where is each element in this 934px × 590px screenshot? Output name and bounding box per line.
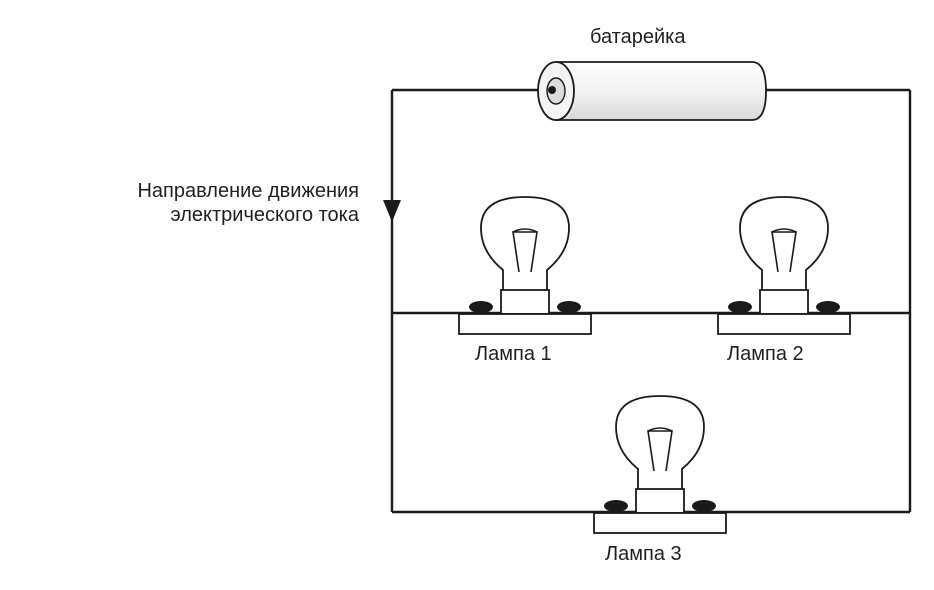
lamp-2-icon (717, 196, 851, 335)
current-direction-arrow-icon (383, 200, 401, 222)
current-direction-label-line2: электрического тока (170, 204, 359, 226)
lamp-3-icon (593, 395, 727, 534)
current-direction-label-line1: Направление движения (137, 180, 359, 202)
lamp-1-icon (458, 196, 592, 335)
battery-label: батарейка (590, 26, 686, 48)
lamp-1-label: Лампа 1 (475, 343, 552, 365)
lamp-2-label: Лампа 2 (727, 343, 804, 365)
lamp-3-label: Лампа 3 (605, 543, 682, 565)
battery-icon (537, 61, 767, 121)
